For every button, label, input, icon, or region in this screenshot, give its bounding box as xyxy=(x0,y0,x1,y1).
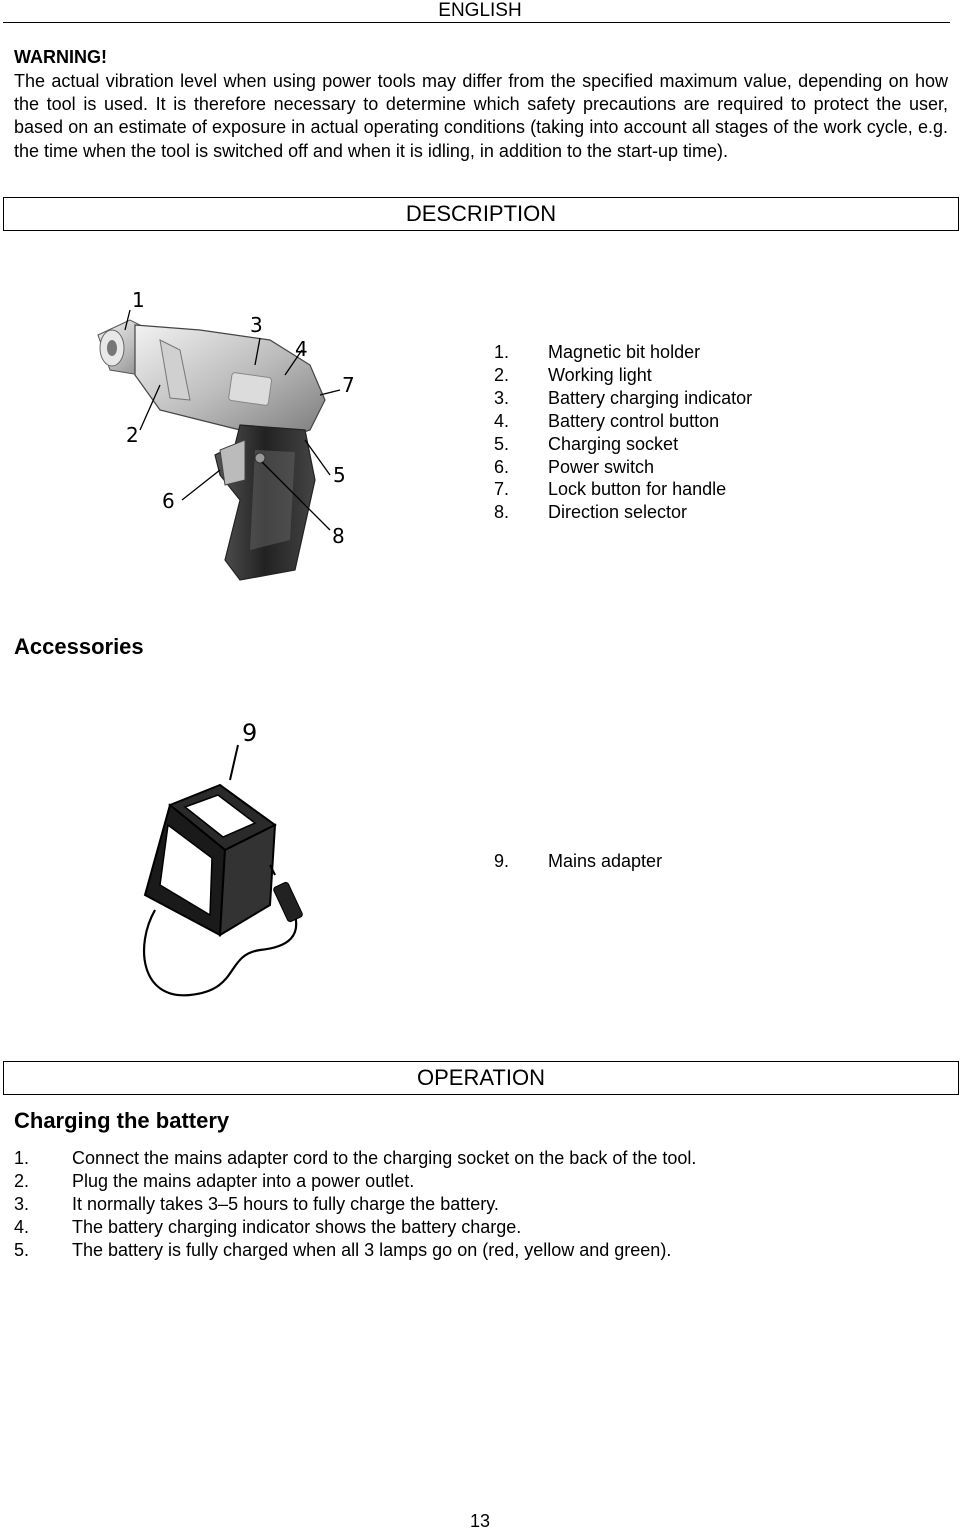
callout-7: 7 xyxy=(342,373,355,397)
adapter-plug xyxy=(273,881,303,923)
list-item-label: Battery charging indicator xyxy=(548,387,753,408)
list-item-label: Magnetic bit holder xyxy=(548,342,701,362)
list-item-number: 4. xyxy=(494,410,510,431)
step-text: The battery is fully charged when all 3 … xyxy=(72,1239,672,1260)
list-item-number: 3. xyxy=(494,387,510,408)
list-item-label: Charging socket xyxy=(548,433,679,454)
callout-2: 2 xyxy=(126,423,139,447)
list-item-label: Working light xyxy=(548,364,652,385)
header-rule xyxy=(3,22,950,23)
list-item: 4. The battery charging indicator shows t… xyxy=(14,1216,696,1239)
operation-heading-box: OPERATION xyxy=(3,1061,959,1095)
callout-6: 6 xyxy=(162,489,175,513)
step-number: 4. xyxy=(14,1216,30,1237)
list-item: 2. Plug the mains adapter into a power ou… xyxy=(14,1170,696,1193)
callout-3: 3 xyxy=(250,313,263,337)
list-item-label: Mains adapter xyxy=(548,851,663,871)
screwdriver-illustration: 1 2 3 4 5 6 7 8 xyxy=(97,288,355,581)
page-header-language: ENGLISH xyxy=(438,0,522,21)
list-item-number: 8. xyxy=(494,502,510,523)
list-item-number: 7. xyxy=(494,479,510,500)
list-item: 3. Battery charging indicator xyxy=(494,387,752,410)
warning-body: The actual vibration level when using po… xyxy=(14,71,948,161)
list-item: 1. Connect the mains adapter cord to the … xyxy=(14,1147,696,1170)
list-item: 1. Magnetic bit holder xyxy=(494,341,752,364)
list-item-number: 5. xyxy=(494,433,510,454)
list-item-number: 2. xyxy=(494,364,510,385)
step-text: Connect the mains adapter cord to the ch… xyxy=(72,1148,697,1168)
description-title: DESCRIPTION xyxy=(405,201,557,226)
adapter-side-face xyxy=(218,823,277,937)
accessories-heading: Accessories xyxy=(14,634,144,659)
list-item: 4. Battery control button xyxy=(494,410,752,433)
list-item-number: 6. xyxy=(494,456,510,477)
charging-steps-list: 1. Connect the mains adapter cord to the … xyxy=(14,1147,696,1262)
list-item-label: Battery control button xyxy=(548,410,720,431)
warning-title: WARNING! xyxy=(14,47,107,67)
step-text: The battery charging indicator shows the… xyxy=(72,1216,522,1237)
page-number: 13 xyxy=(469,1511,491,1531)
list-item-label: Direction selector xyxy=(548,502,688,523)
description-list: 1. Magnetic bit holder 2. Working light 3.… xyxy=(494,341,752,524)
list-item: 9. Mains adapter xyxy=(494,850,662,873)
step-text: Plug the mains adapter into a power outl… xyxy=(72,1170,415,1191)
list-item: 5. The battery is fully charged when all … xyxy=(14,1239,696,1262)
step-number: 2. xyxy=(14,1170,30,1191)
mains-adapter-illustration: 9 xyxy=(143,719,303,997)
list-item-number: 9. xyxy=(494,851,510,871)
callout-5: 5 xyxy=(333,463,346,487)
operation-title: OPERATION xyxy=(417,1065,545,1090)
list-item: 6. Power switch xyxy=(494,456,752,479)
list-item-number: 1. xyxy=(494,342,510,362)
callout-9: 9 xyxy=(242,719,257,747)
callout-1: 1 xyxy=(132,288,145,312)
list-item: 3. It normally takes 3–5 hours to fully c… xyxy=(14,1193,696,1216)
step-number: 1. xyxy=(14,1148,30,1168)
description-heading-box: DESCRIPTION xyxy=(3,197,959,231)
list-item: 5. Charging socket xyxy=(494,433,752,456)
accessories-list: 9. Mains adapter xyxy=(494,850,662,873)
callout-4: 4 xyxy=(295,337,308,361)
list-item: 7. Lock button for handle xyxy=(494,478,752,501)
list-item-label: Power switch xyxy=(548,456,655,477)
charging-subheading: Charging the battery xyxy=(14,1108,230,1133)
step-text: It normally takes 3–5 hours to fully cha… xyxy=(72,1193,499,1214)
list-item: 2. Working light xyxy=(494,364,752,387)
step-number: 3. xyxy=(14,1193,30,1214)
list-item: 8. Direction selector xyxy=(494,501,752,524)
list-item-label: Lock button for handle xyxy=(548,479,727,500)
adapter-cord xyxy=(143,909,298,997)
callout-8: 8 xyxy=(332,524,345,548)
step-number: 5. xyxy=(14,1239,30,1260)
